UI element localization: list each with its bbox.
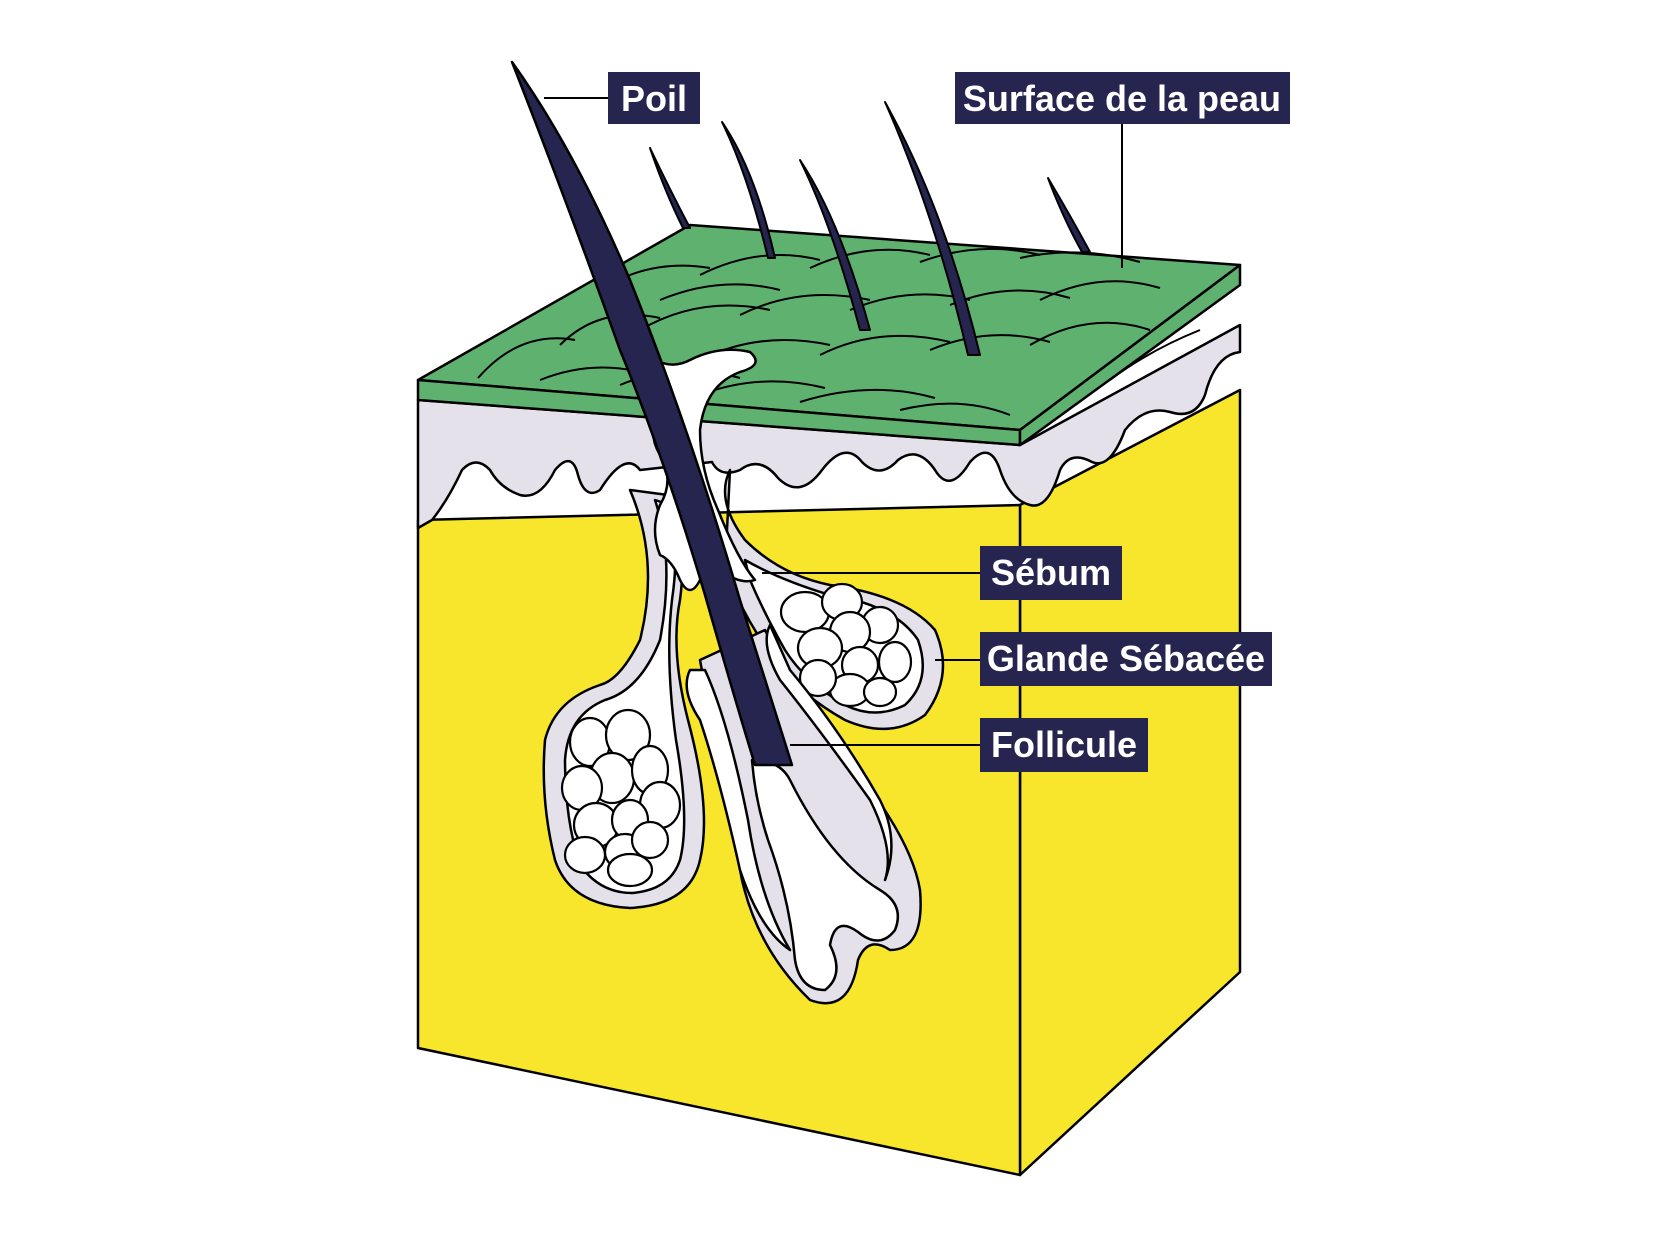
label-skin-surface: Surface de la peau	[955, 72, 1290, 124]
label-sebaceous-gland: Glande Sébacée	[980, 632, 1272, 686]
epidermis-right	[1018, 263, 1242, 447]
dermis-layer	[416, 323, 1242, 530]
block-right-face	[1018, 388, 1242, 1177]
label-follicle: Follicule	[980, 718, 1148, 772]
label-sebaceous-gland-text: Glande Sébacée	[987, 638, 1265, 679]
follicle-slit-right	[765, 623, 893, 882]
sebaceous-cells-left	[560, 708, 682, 888]
sebaceous-cells-right	[779, 582, 913, 708]
label-hair-text: Poil	[621, 78, 687, 119]
label-hair: Poil	[608, 72, 700, 124]
label-follicle-text: Follicule	[991, 724, 1137, 765]
hair-bulb	[750, 758, 900, 992]
follicle-slit-left	[685, 668, 792, 952]
label-sebum: Sébum	[980, 546, 1122, 600]
label-skin-surface-text: Surface de la peau	[963, 78, 1281, 119]
hair-shaft-main	[510, 60, 794, 767]
surface-hairs	[649, 101, 1091, 356]
label-sebum-text: Sébum	[991, 552, 1111, 593]
